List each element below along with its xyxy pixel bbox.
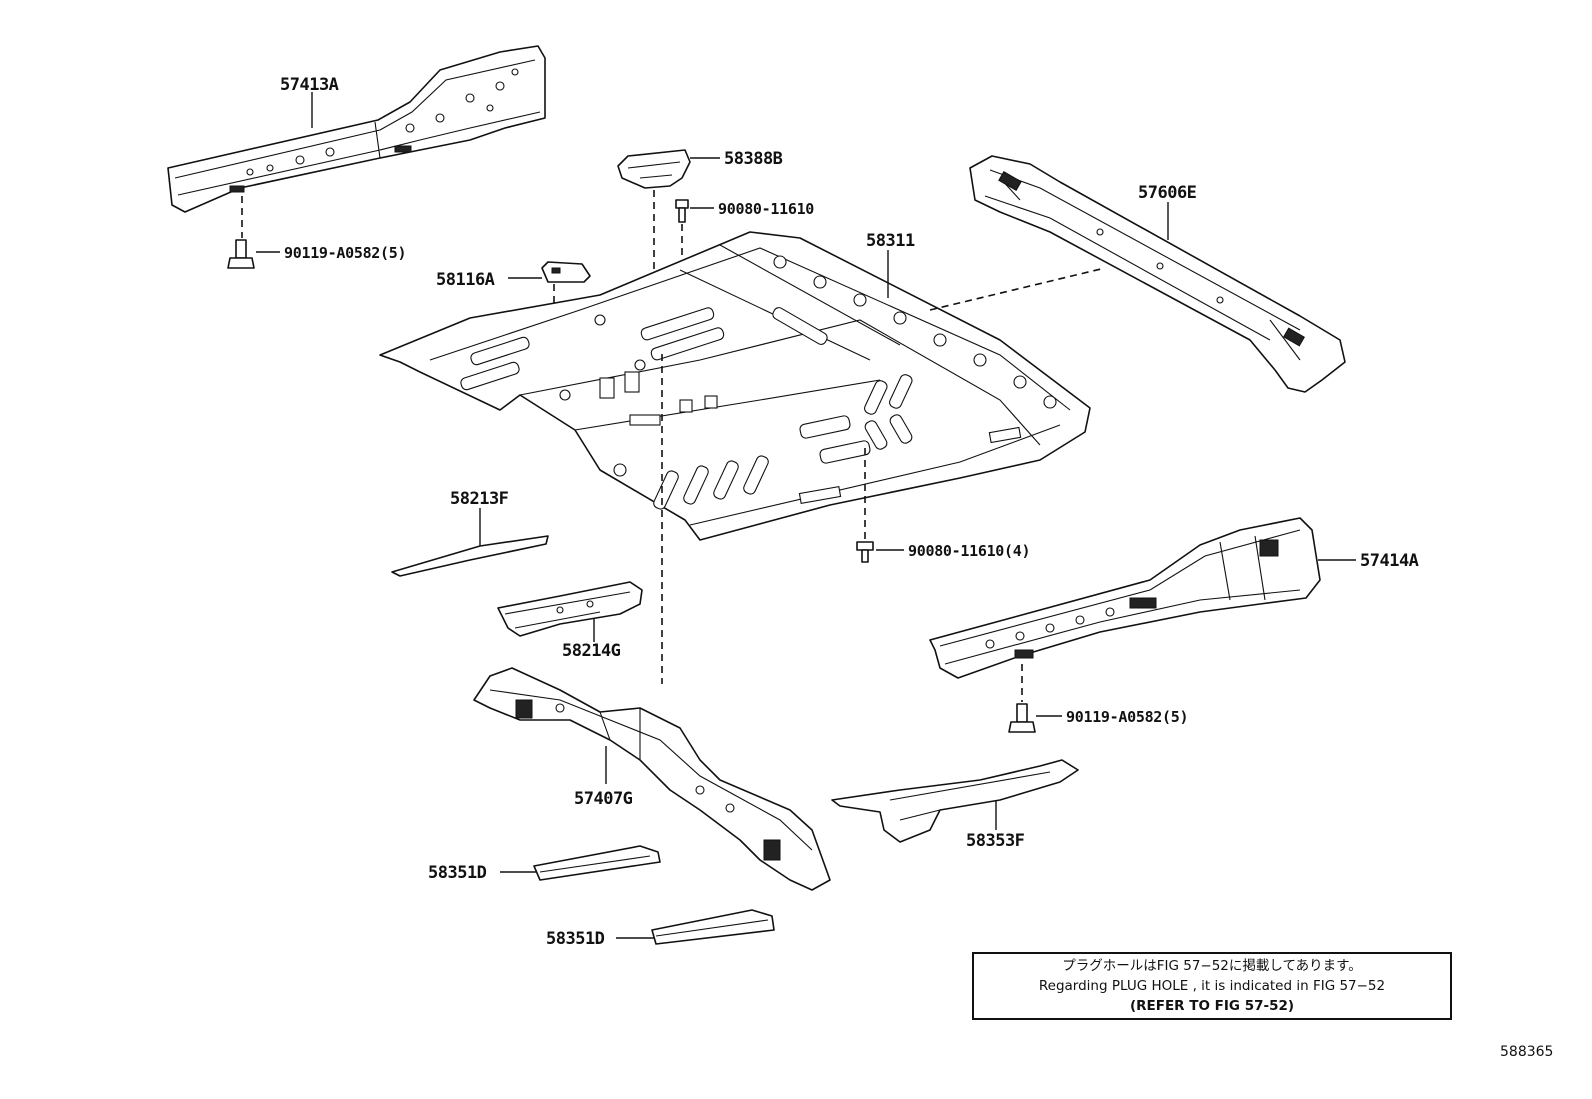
label-57606E: 57606E (1138, 183, 1197, 203)
label-90080-11610-4: 90080-11610(4) (908, 542, 1030, 560)
bolt-90080-upper-drawing (675, 199, 689, 223)
label-58353F: 58353F (966, 831, 1025, 851)
label-58388B: 58388B (724, 149, 783, 169)
bolt-90080-lower-drawing (856, 541, 874, 563)
dashline-floor-to-57606E (929, 267, 1106, 311)
part-57407G-drawing (473, 667, 831, 891)
label-58116A: 58116A (436, 270, 495, 290)
bolt-90119-upper-drawing (227, 239, 255, 269)
label-58311: 58311 (866, 231, 915, 251)
part-58214G-drawing (497, 581, 643, 637)
part-58351D-lower-drawing (651, 909, 775, 945)
part-58353F-drawing (831, 759, 1079, 843)
label-58351D-lower: 58351D (546, 929, 605, 949)
plug-hole-note: プラグホールはFIG 57−52に掲載してあります。 Regarding PLU… (972, 952, 1452, 1020)
figure-code: 588365 (1500, 1044, 1554, 1060)
note-line-refer: (REFER TO FIG 57-52) (1129, 998, 1295, 1014)
label-90080-11610: 90080-11610 (718, 200, 814, 218)
label-58213F: 58213F (450, 489, 509, 509)
label-58351D-upper: 58351D (428, 863, 487, 883)
part-58213F-drawing (391, 535, 549, 577)
label-90119-A0582-lower: 90119-A0582(5) (1066, 708, 1188, 726)
part-58311-drawing (379, 231, 1091, 541)
note-line-japanese: プラグホールはFIG 57−52に掲載してあります。 (1062, 958, 1362, 974)
part-58116A-drawing (541, 261, 591, 283)
part-57606E-drawing (969, 155, 1346, 393)
label-57413A: 57413A (280, 75, 339, 95)
part-58351D-upper-drawing (533, 845, 661, 881)
label-58214G: 58214G (562, 641, 621, 661)
bolt-90119-lower-drawing (1008, 703, 1036, 733)
part-57413A-drawing (167, 45, 546, 213)
label-57414A: 57414A (1360, 551, 1419, 571)
label-57407G: 57407G (574, 789, 633, 809)
label-90119-A0582-upper: 90119-A0582(5) (284, 244, 406, 262)
part-57414A-drawing (929, 517, 1321, 679)
note-line-english: Regarding PLUG HOLE , it is indicated in… (1038, 978, 1386, 994)
part-58388B-drawing (617, 149, 691, 189)
